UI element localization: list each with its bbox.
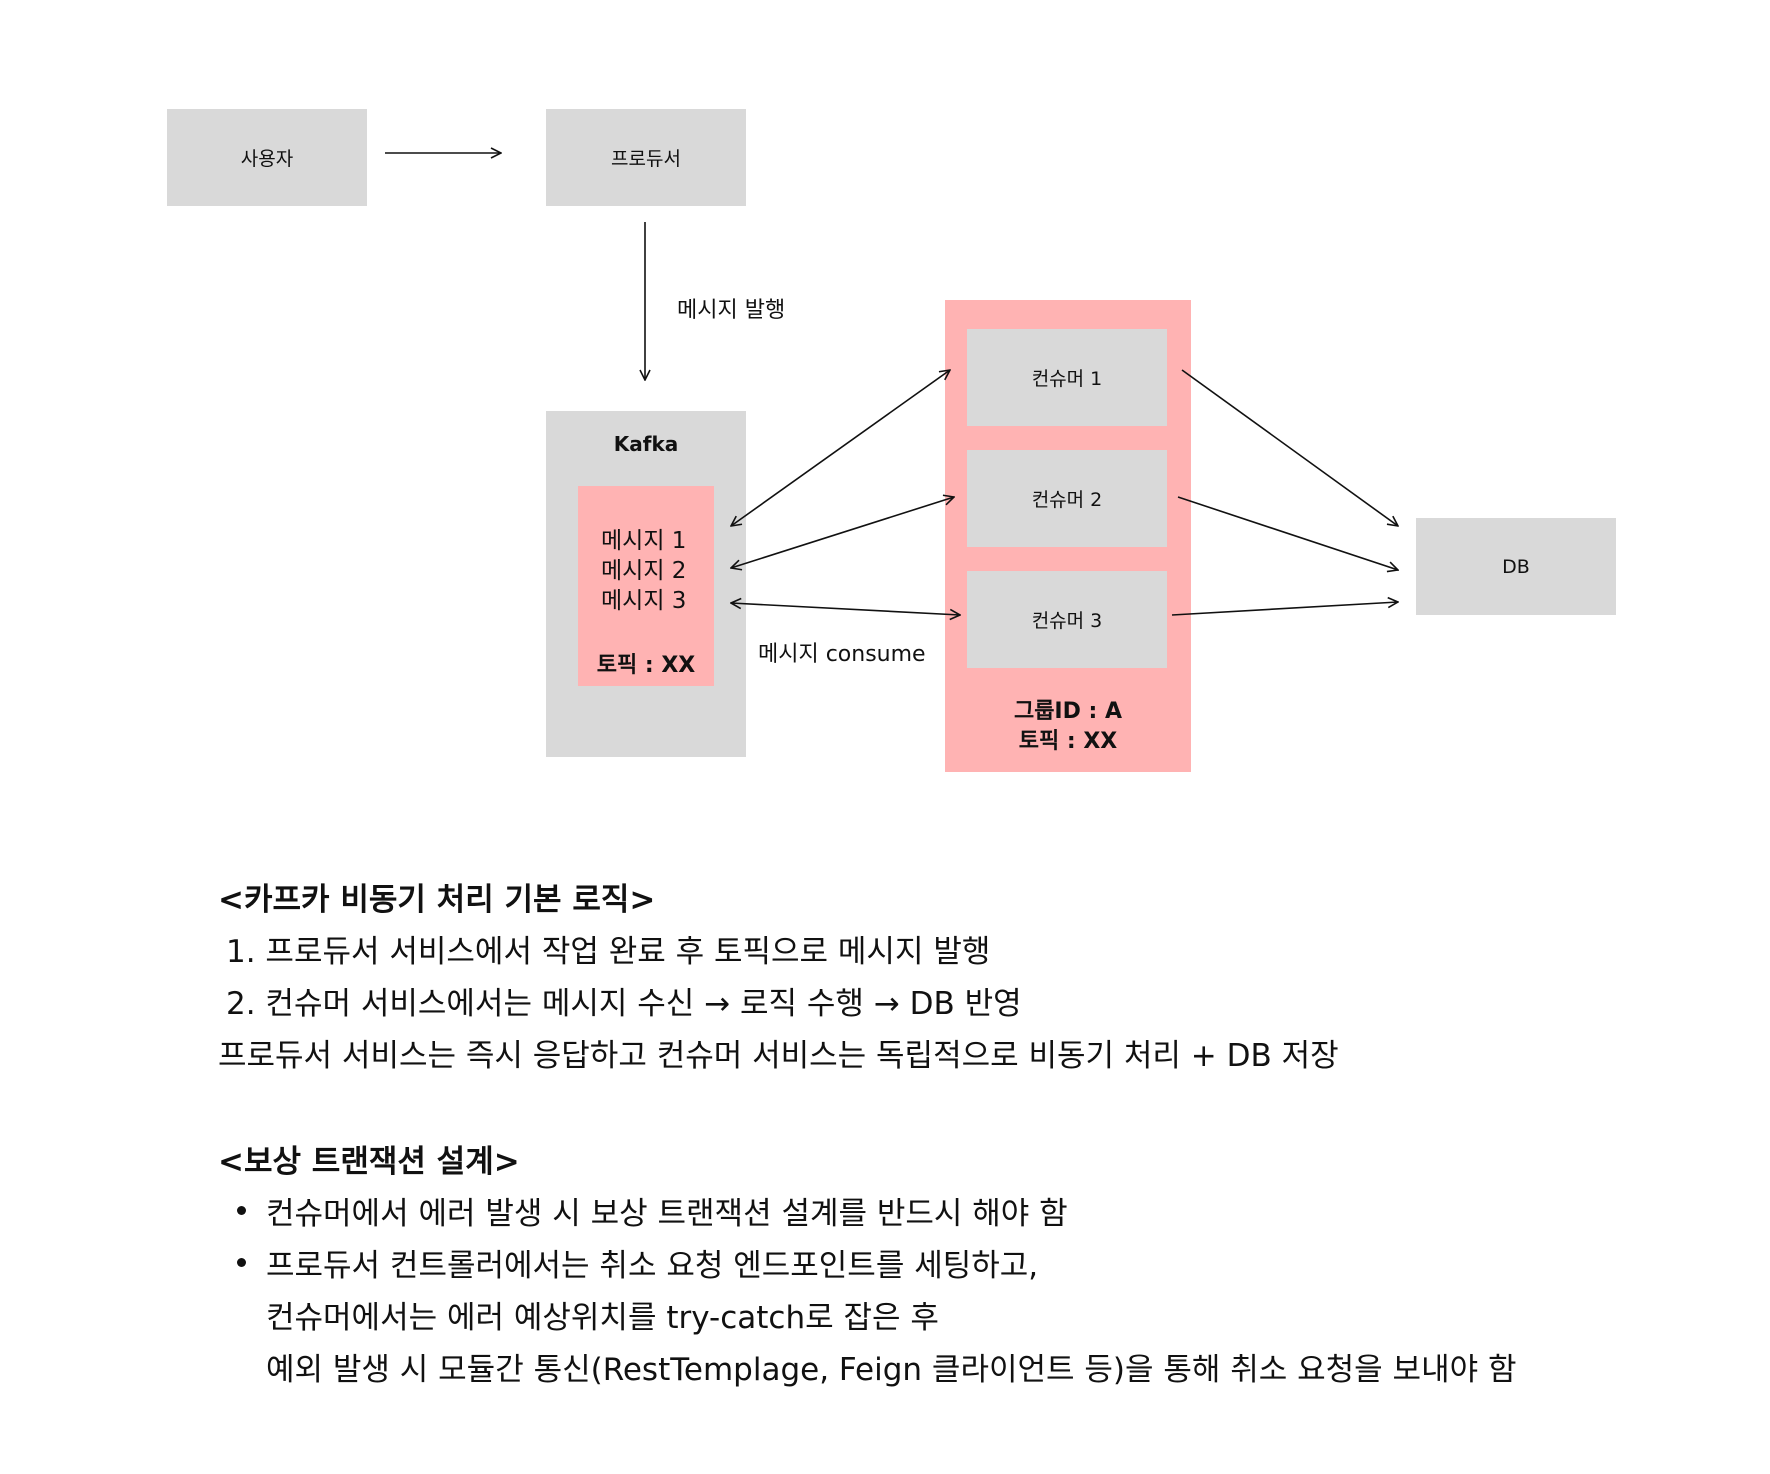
topic-box (578, 486, 714, 686)
consumer-label-1: 컨슈머 1 (1031, 368, 1103, 390)
bullet-dot (237, 1258, 246, 1267)
consume-label: 메시지 consume (758, 642, 926, 667)
message-item: 메시지 3 (601, 588, 687, 614)
consume-arrow-1 (731, 370, 950, 526)
consumer-box-2: 컨슈머 2 (967, 450, 1167, 547)
bullet-dot (237, 1206, 246, 1215)
compensation-bullet-2-line-1: 프로듀서 컨트롤러에서는 취소 요청 엔드포인트를 세팅하고, (266, 1248, 1039, 1284)
logic-step-1: 1. 프로듀서 서비스에서 작업 완료 후 토픽으로 메시지 발행 (226, 934, 991, 970)
user-label: 사용자 (240, 148, 294, 170)
compensation-title: <보상 트랜잭션 설계> (218, 1144, 520, 1180)
consume-arrow-2 (731, 497, 954, 568)
kafka-title: Kafka (613, 432, 679, 456)
publish-label: 메시지 발행 (677, 298, 786, 323)
user-box: 사용자 (167, 109, 367, 206)
message-item: 메시지 1 (601, 528, 687, 554)
consumer-label-3: 컨슈머 3 (1031, 610, 1103, 632)
group-topic-label: 토픽 : XX (1018, 729, 1118, 754)
group-id-label: 그룹ID : A (1013, 699, 1123, 724)
compensation-bullet-2-line-3: 예외 발생 시 모듈간 통신(RestTemplage, Feign 클라이언트… (266, 1352, 1517, 1388)
logic-title: <카프카 비동기 처리 기본 로직> (218, 882, 656, 918)
compensation-bullet-1: 컨슈머에서 에러 발생 시 보상 트랜잭션 설계를 반드시 해야 함 (266, 1196, 1068, 1232)
db-arrow-1 (1181, 369, 1398, 526)
kafka-topic-label: 토픽 : XX (596, 653, 696, 678)
db-arrow-3 (1171, 602, 1398, 616)
message-item: 메시지 2 (601, 558, 687, 584)
consumer-label-2: 컨슈머 2 (1031, 489, 1103, 511)
consume-arrow-3 (731, 603, 960, 615)
logic-summary: 프로듀서 서비스는 즉시 응답하고 컨슈머 서비스는 독립적으로 비동기 처리 … (218, 1038, 1339, 1074)
db-arrow-2 (1177, 496, 1398, 570)
consumer-box-1: 컨슈머 1 (967, 329, 1167, 426)
producer-box: 프로듀서 (546, 109, 746, 206)
message-list: 메시지 1 메시지 2 메시지 3 (601, 526, 686, 616)
diagram-arrows (385, 0, 1770, 800)
db-box: DB (1416, 518, 1616, 615)
db-label: DB (1502, 555, 1530, 578)
logic-step-2: 2. 컨슈머 서비스에서는 메시지 수신 → 로직 수행 → DB 반영 (226, 986, 1022, 1022)
producer-label: 프로듀서 (611, 148, 681, 170)
consumer-box-3: 컨슈머 3 (967, 571, 1167, 668)
compensation-bullet-2-line-2: 컨슈머에서는 에러 예상위치를 try-catch로 잡은 후 (266, 1300, 939, 1336)
